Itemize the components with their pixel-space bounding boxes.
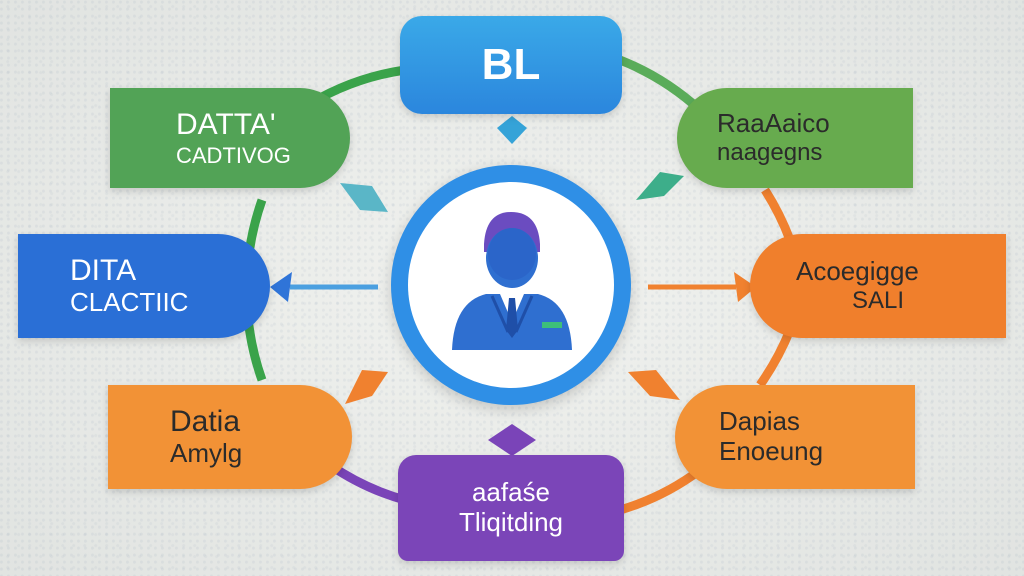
node-bottom-right-title: Dapias [719, 406, 800, 437]
node-top: BL [400, 16, 622, 114]
node-mid-left-subtitle: CLACTIIC [70, 287, 189, 318]
central-hub [391, 165, 631, 405]
node-bottom-right: Dapias Enoeung [675, 385, 915, 489]
central-hub-inner [408, 182, 614, 388]
node-top-left: DATTA' CADTIVOG [110, 88, 350, 188]
node-mid-left-title: DITA [70, 253, 137, 287]
node-bottom-subtitle: Tliqitding [458, 507, 564, 537]
arrow-top-left [340, 183, 388, 212]
node-bottom-right-subtitle: Enoeung [719, 436, 824, 466]
ring-segment-bottom-right [618, 466, 703, 515]
node-top-right: RaaAaico naagegns [677, 88, 913, 188]
node-top-right-title: RaaAaico [717, 108, 830, 139]
arrow-top-right [636, 172, 684, 200]
arrow-bottom-right [628, 370, 680, 400]
node-bottom-left-title: Datia [170, 404, 241, 438]
node-bottom-title: aafaśe [471, 477, 551, 508]
ring-segment-top-right [618, 55, 704, 114]
node-bottom: aafaśe Tliqitding [398, 455, 624, 561]
node-bottom-left-subtitle: Amylg [170, 438, 243, 469]
node-mid-right: Acoegigge SALI [750, 234, 1006, 338]
node-mid-right-title: Acoegigge [796, 256, 919, 287]
ring-segment-bottom-left [327, 461, 407, 505]
node-top-right-subtitle: naagegns [717, 139, 823, 167]
arrow-mid-right-head [734, 272, 756, 302]
node-top-label: BL [481, 39, 541, 89]
node-mid-left: DITA CLACTIIC [18, 234, 270, 338]
ring-segment-right-upper [761, 187, 795, 242]
arrow-bottom-left [345, 370, 388, 404]
node-top-left-title: DATTA' [176, 108, 276, 142]
arrow-top [497, 116, 527, 144]
node-mid-right-subtitle: SALI [852, 287, 905, 315]
node-top-left-subtitle: CADTIVOG [176, 142, 291, 168]
ring-segment-right-lower [756, 328, 795, 388]
arrow-mid-left-head [270, 272, 292, 302]
businessman-icon [452, 212, 572, 350]
node-bottom-left: Datia Amylg [108, 385, 352, 489]
arrow-bottom [488, 424, 536, 456]
